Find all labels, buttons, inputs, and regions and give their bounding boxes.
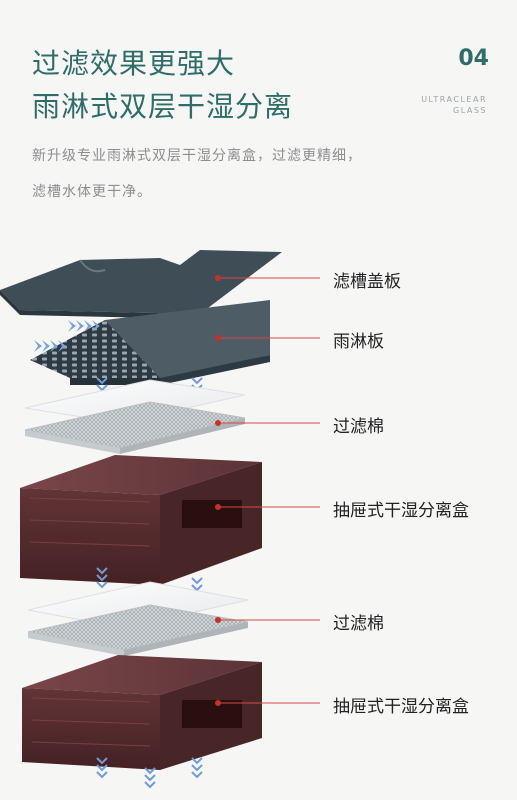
description-line-1: 新升级专业雨淋式双层干湿分离盒，过滤更精细， <box>32 148 362 164</box>
water-flow-arrows-top <box>34 320 100 352</box>
exploded-diagram <box>0 250 320 789</box>
drawer-separation-box-2 <box>22 655 262 770</box>
drawer-separation-box-1 <box>20 455 262 585</box>
tank-lid-panel <box>0 250 282 319</box>
label-rain-plate: 雨淋板 <box>333 332 384 352</box>
label-drawer-box-2: 抽屉式干湿分离盒 <box>333 697 469 717</box>
description-line-2: 滤槽水体更干净。 <box>32 184 152 200</box>
section-number: 04 <box>458 46 489 71</box>
filter-cotton-panel-2 <box>27 581 249 656</box>
label-filter-cotton-2: 过滤棉 <box>333 614 384 634</box>
label-filter-cotton-1: 过滤棉 <box>333 417 384 437</box>
label-tank-lid: 滤槽盖板 <box>333 272 401 292</box>
leader-lines <box>218 277 320 704</box>
page-title-line-1: 过滤效果更强大 <box>32 47 236 80</box>
rain-plate-panel <box>30 300 270 385</box>
label-drawer-box-1: 抽屉式干湿分离盒 <box>333 501 469 521</box>
filter-cotton-panel-1 <box>24 379 246 454</box>
brand-line-1: ULTRACLEAR <box>421 95 487 104</box>
page-title-line-2: 雨淋式双层干湿分离 <box>32 90 294 123</box>
leader-dots <box>215 275 221 706</box>
brand-line-2: GLASS <box>453 106 487 115</box>
down-arrows-3 <box>96 757 203 789</box>
brand-mark: ULTRACLEAR GLASS <box>397 94 487 116</box>
